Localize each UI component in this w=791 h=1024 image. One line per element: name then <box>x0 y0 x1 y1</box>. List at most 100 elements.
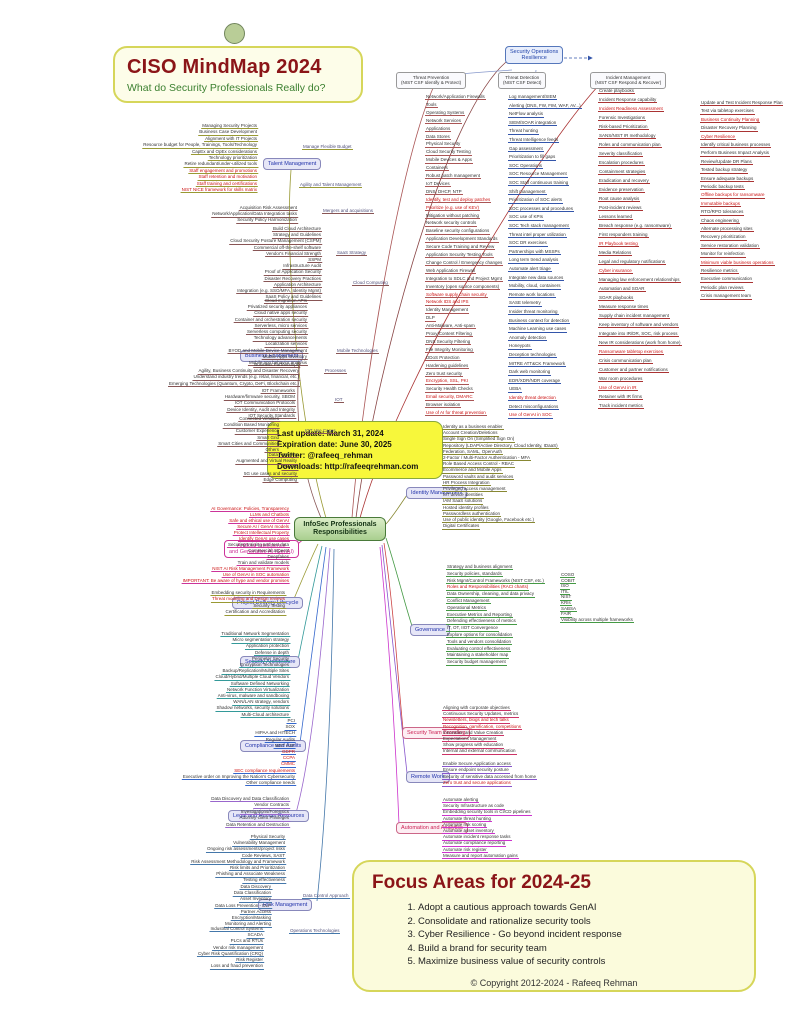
leaf-item: Data Control Approach <box>302 893 350 900</box>
leaf-item: Severity classification <box>598 151 644 158</box>
leaf-item: Ecommerce and Mobile Apps <box>442 467 503 474</box>
leaf-item: HR Process Integration <box>442 479 491 487</box>
leaf-item: Network Function Virtualization <box>226 686 290 694</box>
leaf-item: New IR considerations (work from home) <box>598 340 682 347</box>
leaf-item: Edge Computing <box>262 476 298 484</box>
leaf-item: Data Discovery <box>239 884 272 891</box>
leaf-item: Tested backup strategy <box>700 167 749 174</box>
leaf-item: Alternate processing sites <box>700 226 754 233</box>
leaf-item: Operating Systems <box>425 109 466 117</box>
leaf-item: Post-incident reviews <box>598 205 643 212</box>
leaf-item: SOC processes and procedures <box>508 205 575 213</box>
leaf-item: Use of GenAI in SOC <box>508 412 553 419</box>
leaf-item: Threat intel proper utilization <box>508 231 567 238</box>
leaf-item: Embedding security in Requirements <box>210 590 286 597</box>
leaf-item: Proxy/Content Filtering <box>425 331 473 338</box>
leaf-item: Security of sensitive data accessed from… <box>442 773 538 781</box>
leaf-item: Conflict Management <box>446 598 491 605</box>
leaf-item: Use of GenAI in SOC automation <box>221 572 290 579</box>
leaf-item: Partnerships with MSSPs <box>508 248 561 256</box>
leaf-item: Measure response times <box>598 304 650 311</box>
leaf-item: Integrate into IR/DR, SOC, risk process <box>598 331 679 338</box>
leaf-item: WAN/LAN strategy, vendors <box>232 699 290 706</box>
leaf-item: Strategy and business alignment <box>446 564 514 571</box>
leaf-item: Defending effectiveness of metrics <box>446 618 517 625</box>
leaf-item: Zero trust and secure applications <box>442 780 512 787</box>
leaf-item: Gap assessment <box>508 145 544 152</box>
leaf-item: Smart Grid <box>256 434 280 441</box>
branch-secops: Security Operations Resilience <box>505 46 564 65</box>
leaf-item: Retire redundant/under-utilized tools <box>183 161 258 168</box>
leaf-item: Manage Flexible Budget <box>302 144 353 151</box>
leaf-item: EDR/XDR/NDR coverage <box>508 377 562 385</box>
leaf-item: Secure AI / GenAI models <box>236 524 290 531</box>
leaf-item: Other compliance needs <box>245 780 296 787</box>
leaf-item: Automate risk scoring <box>442 821 488 829</box>
branch-governance: Governance <box>410 624 450 637</box>
leaf-item: Offline backups for ransomware <box>700 192 766 199</box>
leaf-item: Cloud Computing <box>352 280 389 287</box>
leaf-item: Physical Security <box>425 141 462 148</box>
leaf-item: NIST AI Risk Management Framework <box>211 566 290 573</box>
leaf-item: Minimum viable business operations <box>700 259 775 266</box>
leaf-item: Single Sign On (Simplified Sign On) <box>442 436 516 443</box>
leaf-item: IT, OT, IIOT Convergence <box>446 625 499 632</box>
leaf-item: Mobility, cloud, containers <box>508 283 562 290</box>
focus-areas-list: Adopt a cautious approach towards GenAIC… <box>418 901 736 969</box>
leaf-item: 2-Factor / Multi-Factor Authentication -… <box>442 455 532 462</box>
leaf-item: Encryption, SSL, PKI <box>425 378 470 385</box>
leaf-item: Security Policy Harmonization <box>236 217 298 224</box>
leaf-item: Certification and Accreditation <box>224 609 286 616</box>
leaf-item: DDoS Protection <box>425 354 461 362</box>
leaf-item: Passwordless authentication <box>442 510 502 518</box>
leaf-item: Cyber Resilience <box>700 133 737 140</box>
focus-area-item: Maximize business value of security cont… <box>418 955 736 969</box>
leaf-item: DNS, DHCP, NTP <box>425 188 463 196</box>
leaf-item: Automate compliance reporting <box>442 840 507 847</box>
download-link[interactable]: Downloads: http://rafeeqrehman.com <box>277 462 419 471</box>
leaf-item: Hardware/firmware security, SBOM <box>223 394 296 401</box>
leaf-item: Containment strategies <box>598 169 647 176</box>
leaf-item: Processes <box>324 368 348 375</box>
leaf-item: Email security, DMARC <box>425 394 474 401</box>
connector-path <box>295 547 331 814</box>
leaf-item: Localization services <box>264 341 308 348</box>
leaf-item: Identify GenAI use cases <box>237 536 290 543</box>
leaf-item: Embedding security tools in CI/CD pipeli… <box>442 809 532 816</box>
leaf-item: CCPA <box>281 755 296 762</box>
leaf-item: Alignment with IT Projects <box>204 135 258 143</box>
leaf-item: Customer Experience <box>234 428 280 435</box>
leaf-item: IOT Communication Protocols <box>234 400 296 407</box>
branch-tp-header: Threat Prevention (NIST CSF Identify & P… <box>396 72 467 89</box>
leaf-item: Security policies, standards <box>446 570 503 578</box>
leaf-item: Multi-Cloud architecture <box>240 711 290 718</box>
leaf-item: Automate asset inventory <box>442 828 495 835</box>
leaf-item: Shadow networks, security solutions <box>215 705 290 712</box>
leaf-item: SOC Resource Management <box>508 171 568 178</box>
leaf-item: Attorney-client Privileges <box>238 815 290 822</box>
leaf-item: Ensure adequate backups <box>700 175 755 182</box>
leaf-item: Review/Update DR Plans <box>700 158 753 166</box>
leaf-item: Train and validate models <box>236 560 290 567</box>
leaf-item: Mobile app behavior analysis <box>247 360 308 367</box>
leaf-item: Periodic plan reviews <box>700 284 745 292</box>
leaf-item: Security budget management <box>446 659 507 666</box>
leaf-item: Visibility across multiple frameworks <box>560 616 634 624</box>
leaf-item: Emerging Technologies (Quantum, Crypto, … <box>168 380 300 387</box>
leaf-item: Anti-Malware, Anti-spam <box>425 323 476 330</box>
branch-identity: Identity Management <box>406 487 468 500</box>
leaf-item: Evidence preservation <box>598 187 645 194</box>
leaf-item: Newsletters, blogs and tech talks <box>442 717 510 724</box>
leaf-item: Automate incident response tasks <box>442 834 512 841</box>
leaf-item: SOAR playbooks <box>598 295 635 302</box>
leaf-item: Tools <box>425 101 438 109</box>
leaf-item: Zero trust security <box>425 370 464 377</box>
leaf-item: Serverless computing security <box>245 329 308 336</box>
leaf-item: Data Stores <box>425 133 451 140</box>
branch-legal: Legal and Human Resources <box>228 810 310 823</box>
leaf-item: Strategy and Guidelines <box>271 232 322 239</box>
leaf-item: Staff engagement and promotions <box>188 167 258 175</box>
leaf-item: Operations Technologies <box>289 928 341 935</box>
leaf-item: Encryption Technologies <box>239 662 290 669</box>
leaf-item: Data Analytics <box>267 452 298 459</box>
